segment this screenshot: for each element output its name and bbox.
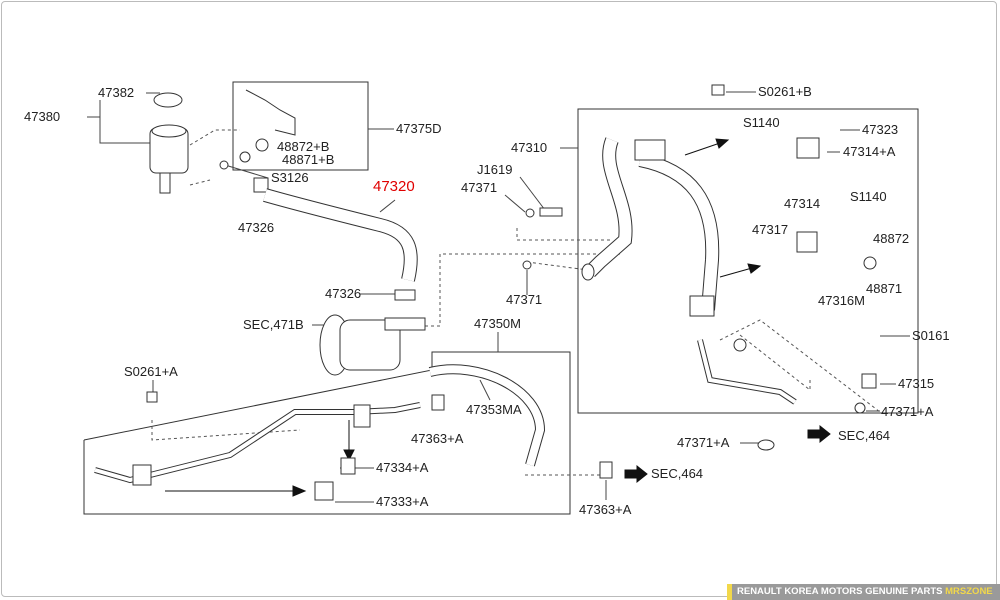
part-label-47314[interactable]: 47314: [784, 196, 821, 211]
part-label-48872b[interactable]: 48872+B: [277, 139, 330, 154]
footer-accent-bar: [727, 584, 732, 600]
part-label-47326[interactable]: 47326: [238, 220, 275, 235]
pipe-group-box: [577, 108, 919, 414]
part-label-s0261b[interactable]: S0261+B: [758, 84, 812, 99]
part-label-48871[interactable]: 48871: [866, 281, 903, 296]
section-ref-464[interactable]: SEC,464: [651, 466, 704, 481]
part-label-s1140[interactable]: S1140: [743, 115, 780, 130]
part-label-47375d[interactable]: 47375D: [396, 121, 442, 136]
return-hose: [428, 364, 546, 467]
part-label-47363a[interactable]: 47363+A: [411, 431, 464, 446]
part-label-47315[interactable]: 47315: [898, 376, 935, 391]
part-label-47310[interactable]: 47310: [511, 140, 548, 155]
part-label-s0161[interactable]: S0161: [912, 328, 950, 343]
bracket-parts: [219, 89, 296, 193]
part-label-47333a[interactable]: 47333+A: [376, 494, 429, 509]
part-label-47334a[interactable]: 47334+A: [376, 460, 429, 475]
section-ref-464[interactable]: SEC,464: [838, 428, 891, 443]
part-label-47371a[interactable]: 47371+A: [677, 435, 730, 450]
direction-arrows: [165, 138, 831, 497]
part-label-47371a[interactable]: 47371+A: [881, 404, 934, 419]
footer-watermark: RENAULT KOREA MOTORS GENUINE PARTS MRSZO…: [727, 584, 1000, 600]
part-label-47323[interactable]: 47323: [862, 122, 899, 137]
part-label-47316m[interactable]: 47316M: [818, 293, 865, 308]
part-label-s0261a[interactable]: S0261+A: [124, 364, 178, 379]
part-label-s1140[interactable]: S1140: [850, 189, 887, 204]
pressure-hose-lower: [638, 153, 720, 311]
power-steering-pump: [319, 289, 426, 376]
suction-hose: [263, 188, 418, 282]
bracket-group-box: [232, 81, 369, 171]
part-label-47326[interactable]: 47326: [325, 286, 362, 301]
part-label-47350m[interactable]: 47350M: [474, 316, 521, 331]
leader-lines: [87, 91, 910, 503]
part-label-47380[interactable]: 47380: [24, 109, 61, 124]
part-label-47363a[interactable]: 47363+A: [579, 502, 632, 517]
part-label-47314a[interactable]: 47314+A: [843, 144, 896, 159]
part-label-s3126[interactable]: S3126: [271, 170, 309, 185]
part-label-47320-highlighted[interactable]: 47320: [373, 178, 415, 195]
dashed-guides: [151, 129, 881, 476]
part-label-47353ma[interactable]: 47353MA: [466, 402, 522, 417]
part-label-48871b[interactable]: 48871+B: [282, 152, 335, 167]
hose-fittings: [522, 137, 877, 451]
part-label-47382[interactable]: 47382: [98, 85, 135, 100]
clamps: [132, 84, 725, 501]
part-label-47371[interactable]: 47371: [461, 180, 498, 195]
part-label-48872[interactable]: 48872: [873, 231, 910, 246]
footer-brand: MRSZONE: [945, 586, 993, 597]
section-ref-471b[interactable]: SEC,471B: [243, 317, 304, 332]
part-label-j1619[interactable]: J1619: [477, 162, 513, 177]
reservoir-tank: [149, 92, 189, 194]
footer-text: RENAULT KOREA MOTORS GENUINE PARTS: [737, 586, 943, 597]
part-label-47371[interactable]: 47371: [506, 292, 543, 307]
part-label-47317[interactable]: 47317: [752, 222, 789, 237]
